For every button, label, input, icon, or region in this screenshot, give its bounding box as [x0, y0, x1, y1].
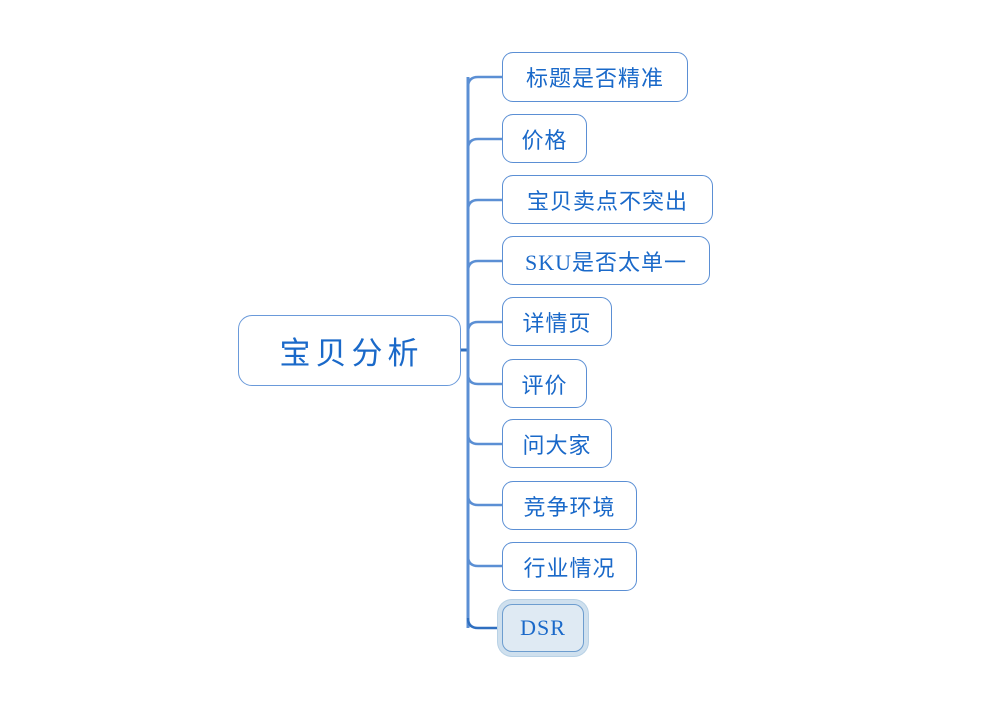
connector-branch-2	[466, 137, 502, 150]
connector-branch-3	[466, 198, 502, 211]
branch-node-4-label: SKU是否太单一	[524, 249, 687, 275]
branch-node-1[interactable]: 标题是否精准	[502, 52, 688, 102]
branch-node-1-label: 标题是否精准	[525, 66, 664, 91]
branch-node-7-label: 问大家	[522, 432, 592, 458]
connector-branch-7	[466, 433, 502, 446]
branch-node-10-label: DSR	[520, 615, 566, 640]
branch-node-5[interactable]: 详情页	[502, 297, 612, 346]
connector-branch-4	[466, 259, 502, 272]
branch-node-6-label: 评价	[521, 372, 568, 398]
branch-node-10[interactable]: DSR	[502, 604, 584, 652]
branch-node-2[interactable]: 价格	[502, 114, 587, 163]
branch-node-5-label: 详情页	[522, 310, 592, 336]
connector-branch-9	[466, 555, 502, 568]
branch-node-8-label: 竞争环境	[523, 494, 616, 520]
branch-node-3[interactable]: 宝贝卖点不突出	[502, 175, 713, 224]
branch-node-3-label: 宝贝卖点不突出	[526, 188, 688, 214]
root-node[interactable]: 宝贝分析	[238, 315, 461, 386]
branch-node-2-label: 价格	[521, 127, 568, 153]
branch-node-7[interactable]: 问大家	[502, 419, 612, 468]
connector-branch-5	[466, 320, 502, 333]
branch-node-8[interactable]: 竞争环境	[502, 481, 637, 530]
branch-node-9[interactable]: 行业情况	[502, 542, 637, 591]
connector-branch-8	[466, 494, 502, 507]
branch-node-4[interactable]: SKU是否太单一	[502, 236, 710, 285]
connector-branch-6	[466, 373, 502, 386]
connector-branch-1	[466, 75, 502, 88]
connector-branch-10	[466, 617, 500, 630]
branch-node-6[interactable]: 评价	[502, 359, 587, 408]
root-node-label: 宝贝分析	[279, 336, 424, 371]
branch-node-9-label: 行业情况	[523, 555, 616, 581]
